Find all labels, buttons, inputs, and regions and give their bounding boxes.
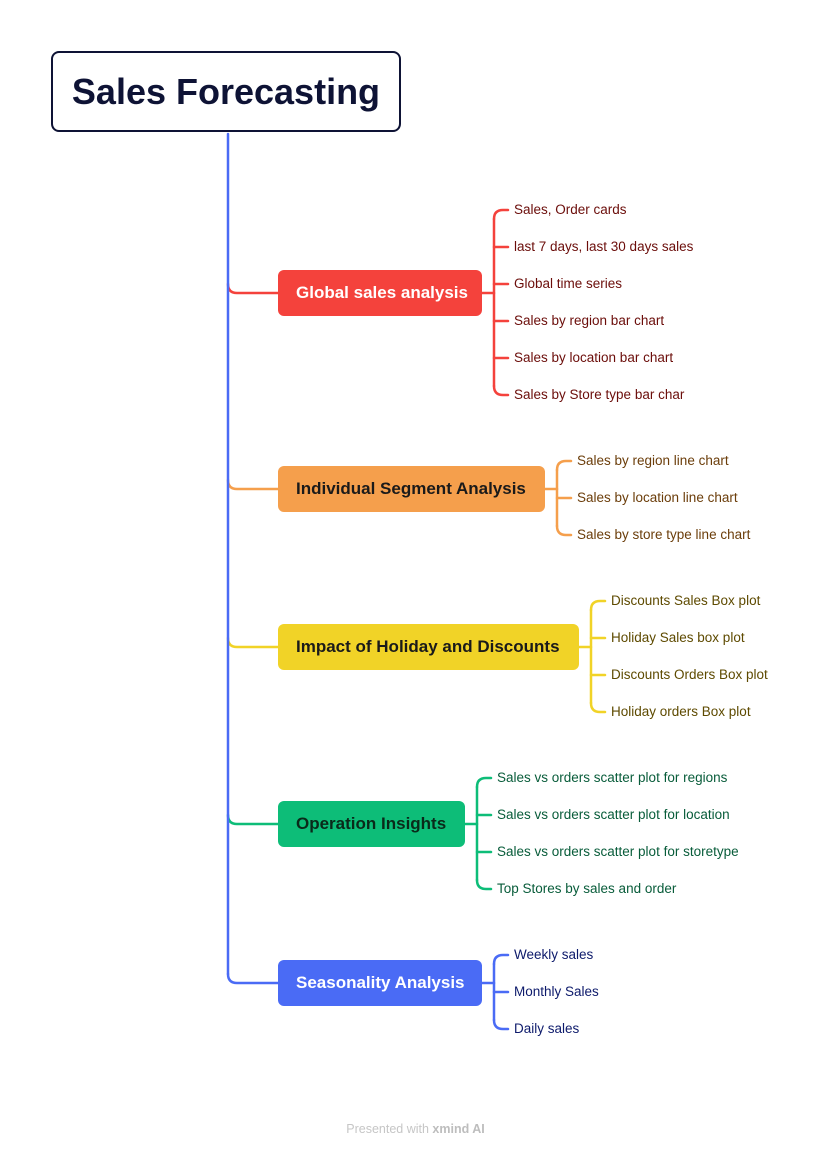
branch-connector-global-sales-analysis bbox=[226, 282, 280, 295]
leaf-topic[interactable]: Daily sales bbox=[514, 1021, 580, 1036]
leaf-topic[interactable]: last 7 days, last 30 days sales bbox=[514, 239, 694, 254]
leaf-connector bbox=[475, 878, 493, 891]
branch-topic-global-sales-analysis[interactable]: Global sales analysis bbox=[278, 270, 482, 316]
footer-credit: Presented with xmind AI bbox=[0, 1122, 831, 1136]
leaf-topic[interactable]: Sales, Order cards bbox=[514, 202, 627, 217]
branch-topic-seasonality-analysis[interactable]: Seasonality Analysis bbox=[278, 960, 482, 1006]
leaf-topic[interactable]: Sales by region line chart bbox=[577, 453, 729, 468]
leaf-topic[interactable]: Sales by location line chart bbox=[577, 490, 738, 505]
leaf-topic[interactable]: Top Stores by sales and order bbox=[497, 881, 677, 896]
leaf-topic[interactable]: Monthly Sales bbox=[514, 984, 599, 999]
leaf-connector bbox=[492, 384, 510, 397]
branch-topic-label: Seasonality Analysis bbox=[296, 973, 465, 992]
leaf-topic[interactable]: Sales by region bar chart bbox=[514, 313, 665, 328]
branch-topic-label: Operation Insights bbox=[296, 814, 447, 833]
branch-topic-impact-of-holiday-and-discounts[interactable]: Impact of Holiday and Discounts bbox=[278, 624, 579, 670]
branch-topic-operation-insights[interactable]: Operation Insights bbox=[278, 801, 465, 847]
root-topic-label: Sales Forecasting bbox=[71, 70, 381, 112]
branch-topic-label: Impact of Holiday and Discounts bbox=[296, 637, 560, 656]
leaf-topic[interactable]: Sales by location bar chart bbox=[514, 350, 674, 365]
leaf-topic[interactable]: Sales by Store type bar char bbox=[514, 387, 685, 402]
branch-connector-operation-insights bbox=[226, 813, 280, 826]
branch-connector-impact-of-holiday-and-discounts bbox=[226, 636, 280, 649]
leaf-topic[interactable]: Holiday orders Box plot bbox=[611, 704, 751, 719]
leaf-topic[interactable]: Global time series bbox=[514, 276, 623, 291]
branch-connector-individual-segment-analysis bbox=[226, 478, 280, 491]
branch-connector-seasonality-analysis bbox=[226, 972, 280, 985]
leaf-connector bbox=[555, 524, 573, 537]
footer-brand: xmind AI bbox=[432, 1122, 485, 1136]
leaf-connector bbox=[492, 208, 510, 221]
root-topic[interactable]: Sales Forecasting bbox=[51, 51, 401, 132]
leaf-topic[interactable]: Sales by store type line chart bbox=[577, 527, 751, 542]
branch-topic-label: Global sales analysis bbox=[296, 283, 468, 302]
leaf-topic[interactable]: Holiday Sales box plot bbox=[611, 630, 745, 645]
leaf-topic[interactable]: Discounts Sales Box plot bbox=[611, 593, 761, 608]
leaf-connector bbox=[475, 776, 493, 789]
leaf-connector bbox=[492, 953, 510, 966]
leaf-topic[interactable]: Sales vs orders scatter plot for regions bbox=[497, 770, 728, 785]
leaf-topic[interactable]: Sales vs orders scatter plot for storety… bbox=[497, 844, 739, 859]
leaf-connector bbox=[589, 599, 607, 612]
branch-topic-label: Individual Segment Analysis bbox=[296, 479, 526, 498]
leaf-connector bbox=[555, 459, 573, 472]
footer-prefix: Presented with bbox=[346, 1122, 429, 1136]
branch-topic-individual-segment-analysis[interactable]: Individual Segment Analysis bbox=[278, 466, 545, 512]
leaf-topic[interactable]: Weekly sales bbox=[514, 947, 594, 962]
leaf-connector bbox=[492, 1018, 510, 1031]
leaf-topic[interactable]: Discounts Orders Box plot bbox=[611, 667, 768, 682]
leaf-connector bbox=[589, 701, 607, 714]
leaf-topic[interactable]: Sales vs orders scatter plot for locatio… bbox=[497, 807, 730, 822]
